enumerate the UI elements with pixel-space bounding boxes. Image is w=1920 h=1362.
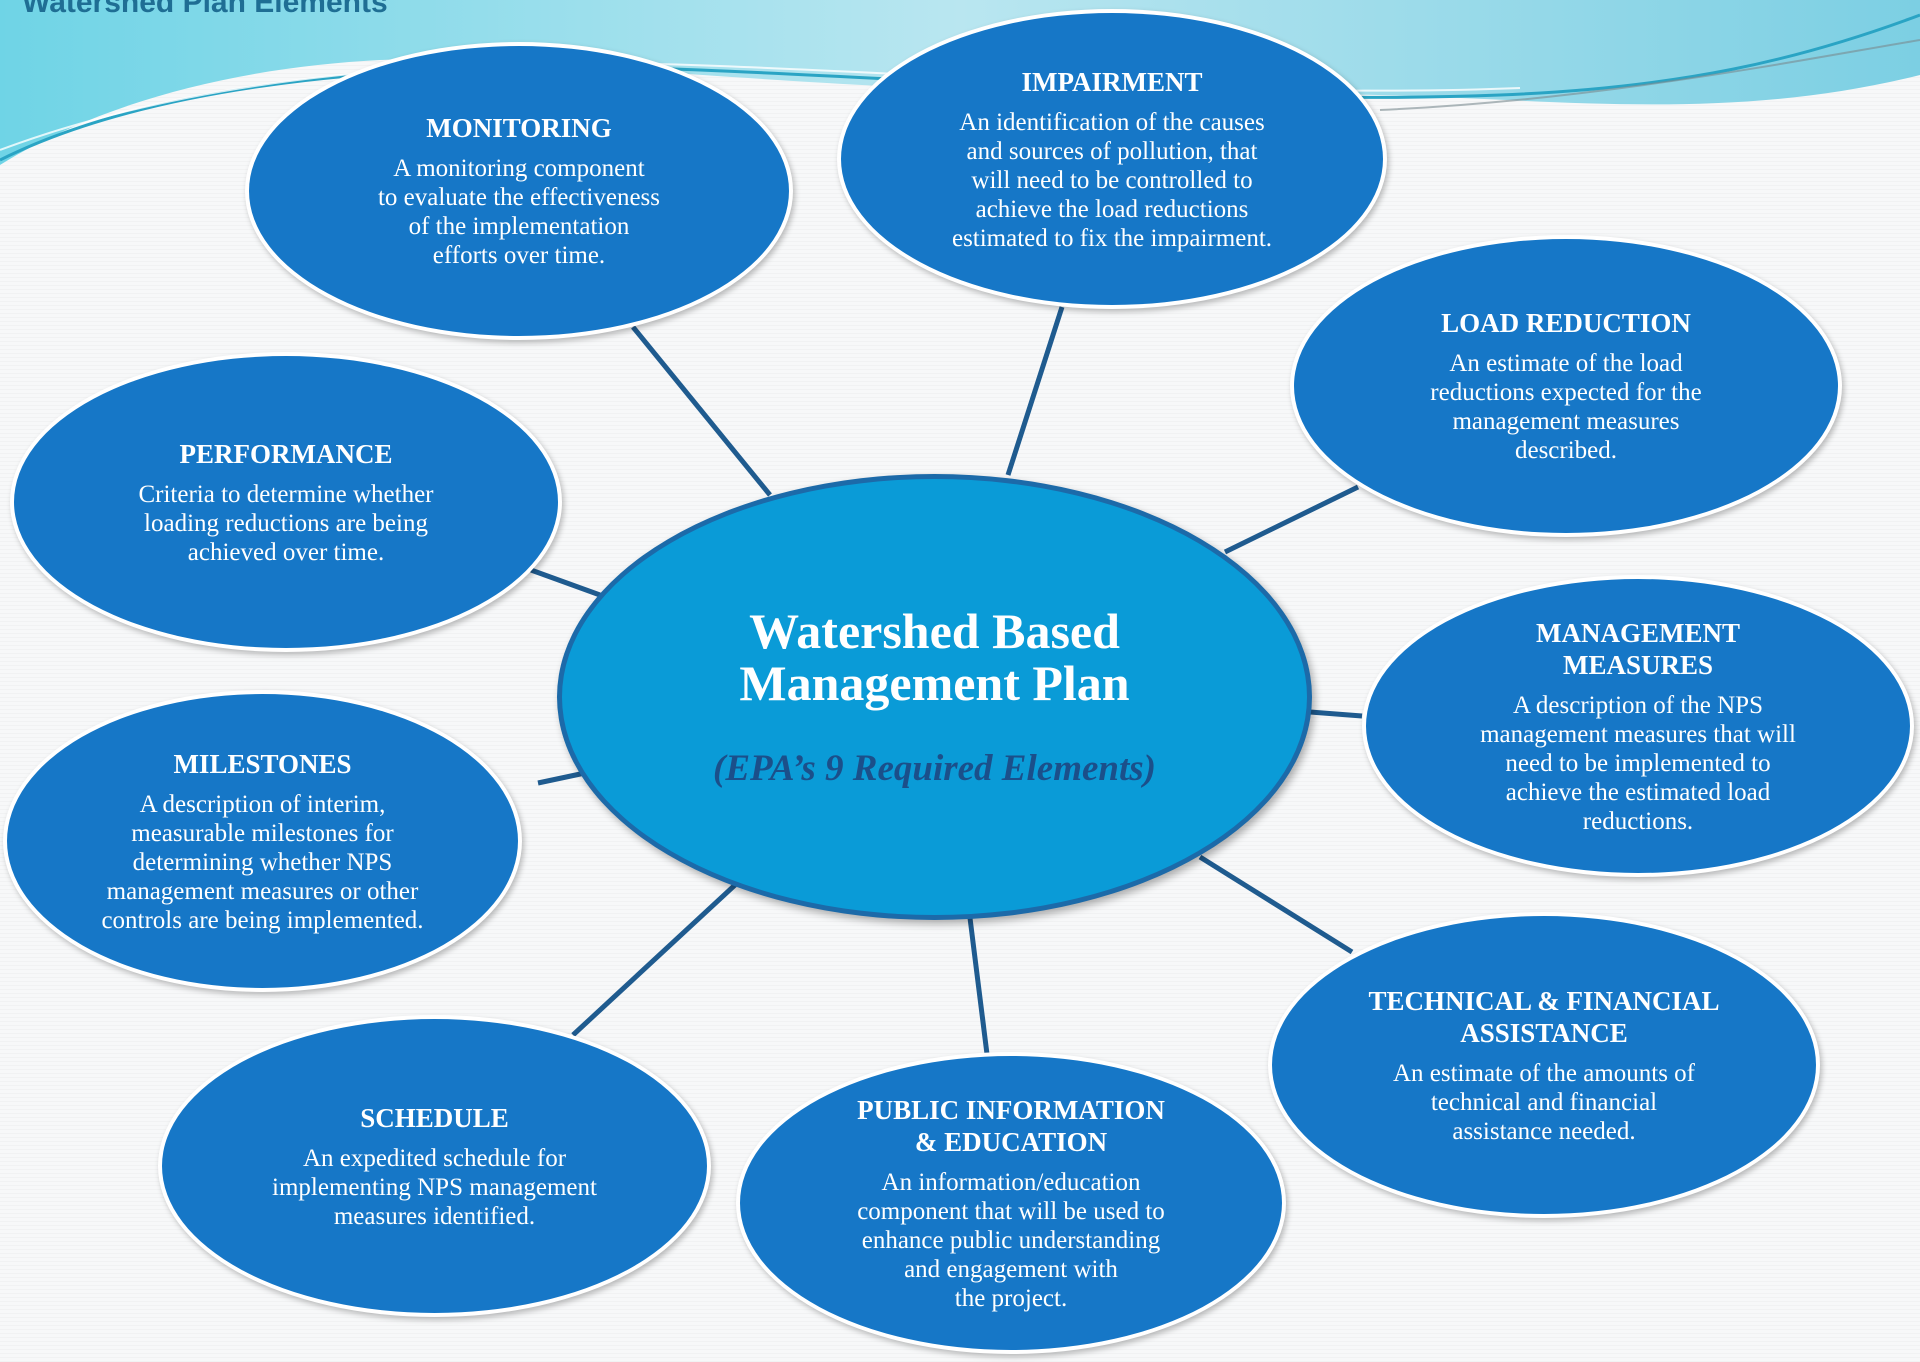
element-node-management-measures[interactable]: MANAGEMENT MEASURES A description of the… — [1362, 575, 1914, 877]
node-title: LOAD REDUCTION — [1441, 308, 1691, 338]
node-title: TECHNICAL & FINANCIAL ASSISTANCE — [1368, 985, 1720, 1048]
element-node-impairment[interactable]: IMPAIRMENT An identification of the caus… — [837, 9, 1387, 309]
connector-monitoring — [631, 325, 772, 497]
node-title: MILESTONES — [173, 748, 352, 779]
node-description: A description of the NPS management meas… — [1480, 691, 1796, 835]
connector-milestones — [537, 770, 586, 786]
slide-title: Watershed Plan Elements — [22, 0, 388, 19]
node-title: IMPAIRMENT — [1021, 66, 1203, 97]
node-description: An expedited schedule for implementing N… — [272, 1144, 597, 1230]
connector-public-information — [967, 917, 991, 1063]
node-description: An estimate of the amounts of technical … — [1392, 1059, 1695, 1145]
central-node[interactable]: Watershed Based Management Plan (EPA’s 9… — [557, 474, 1312, 920]
connector-technical-financial — [1198, 854, 1354, 955]
element-node-performance[interactable]: PERFORMANCE Criteria to determine whethe… — [10, 352, 562, 652]
node-title: PUBLIC INFORMATION & EDUCATION — [857, 1094, 1165, 1157]
node-title: PERFORMANCE — [179, 438, 393, 469]
connector-schedule — [571, 883, 737, 1037]
center-title: Watershed Based Management Plan — [739, 602, 1130, 711]
center-subtitle: (EPA’s 9 Required Elements) — [713, 747, 1156, 789]
node-description: A monitoring component to evaluate the e… — [377, 155, 661, 269]
node-description: A description of interim, measurable mil… — [101, 790, 424, 934]
node-title: MANAGEMENT MEASURES — [1536, 617, 1740, 680]
connector-management-measures — [1309, 709, 1363, 719]
connector-performance — [530, 567, 601, 598]
connector-load-reduction — [1223, 484, 1360, 555]
node-description: An information/education component that … — [857, 1168, 1165, 1312]
connector-impairment — [1005, 306, 1065, 476]
element-node-technical-financial-assistance[interactable]: TECHNICAL & FINANCIAL ASSISTANCE An esti… — [1268, 912, 1820, 1218]
element-node-load-reduction[interactable]: LOAD REDUCTION An estimate of the load r… — [1290, 235, 1842, 537]
element-node-public-information-education[interactable]: PUBLIC INFORMATION & EDUCATION An inform… — [736, 1052, 1286, 1354]
element-node-schedule[interactable]: SCHEDULE An expedited schedule for imple… — [158, 1015, 711, 1317]
node-description: An estimate of the load reductions expec… — [1430, 350, 1702, 464]
element-node-monitoring[interactable]: MONITORING A monitoring component to eva… — [245, 42, 793, 340]
node-title: MONITORING — [426, 113, 612, 143]
node-title: SCHEDULE — [360, 1102, 509, 1133]
element-node-milestones[interactable]: MILESTONES A description of interim, mea… — [3, 690, 522, 992]
node-description: Criteria to determine whether loading re… — [138, 480, 434, 566]
node-description: An identification of the causes and sour… — [951, 108, 1273, 252]
